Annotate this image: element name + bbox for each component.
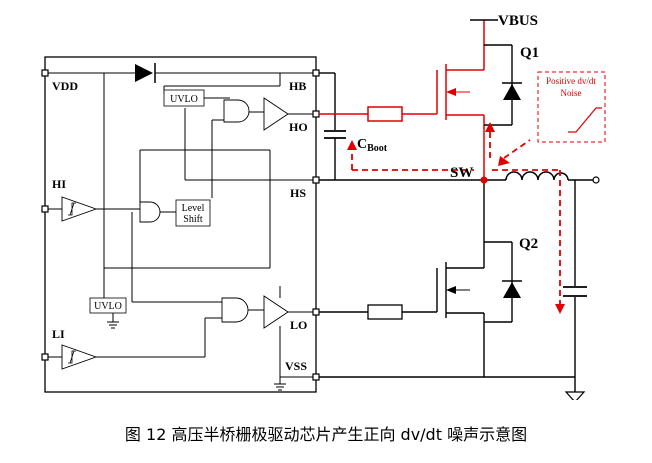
pin-label-ho: HO bbox=[289, 120, 308, 134]
sw-node-dot bbox=[480, 176, 488, 184]
bootstrap-capacitor bbox=[324, 130, 346, 139]
uvlo-low-side-label: UVLO bbox=[94, 301, 122, 312]
q2-arrow bbox=[446, 286, 456, 294]
noise-callout-box bbox=[537, 71, 606, 143]
figure-caption: 图 12 高压半桥栅极驱动芯片产生正向 dv/dt 噪声示意图 bbox=[124, 425, 528, 444]
pin-li bbox=[41, 353, 49, 361]
level-shift-block bbox=[175, 199, 211, 227]
driver-ic-outline bbox=[44, 56, 317, 393]
noise-callout-line2: Noise bbox=[561, 88, 582, 98]
buffer-high bbox=[263, 97, 289, 131]
q1-diode-loop bbox=[484, 44, 513, 126]
pin-vss bbox=[312, 373, 320, 381]
noise-arrow-q1 bbox=[485, 122, 495, 132]
uvlo-high-side bbox=[163, 89, 205, 107]
pin-label-vdd: VDD bbox=[52, 79, 78, 93]
dvdt-waveform-icon bbox=[568, 107, 602, 133]
pin-lo bbox=[312, 308, 320, 316]
uvlo-high-side-label: UVLO bbox=[170, 94, 198, 105]
li-schmitt-buffer bbox=[61, 344, 98, 370]
external-wiring bbox=[319, 72, 594, 392]
output-inductor bbox=[505, 171, 569, 181]
and-gate-low bbox=[221, 297, 249, 323]
pin-hb bbox=[312, 69, 320, 77]
hi-schmitt-buffer bbox=[61, 196, 98, 222]
internal-wiring bbox=[48, 72, 313, 384]
uvlo-low-side bbox=[89, 297, 127, 314]
ground-vss bbox=[564, 391, 586, 400]
noise-arrow-output bbox=[555, 304, 565, 314]
level-shift-label-2: Shift bbox=[183, 214, 203, 225]
output-terminal bbox=[592, 176, 600, 184]
q1-body-diode bbox=[502, 82, 522, 100]
pin-hs bbox=[312, 176, 320, 184]
ground-buffer-low bbox=[274, 383, 286, 391]
and-gate-hi bbox=[139, 201, 161, 223]
level-shift-label-1: Level bbox=[182, 203, 205, 214]
pin-ho bbox=[312, 110, 320, 118]
q1-label: Q1 bbox=[520, 45, 539, 61]
pin-label-li: LI bbox=[52, 327, 65, 341]
pin-label-lo: LO bbox=[290, 318, 307, 332]
noise-arrow-callout bbox=[498, 156, 510, 166]
buffer-low bbox=[263, 295, 289, 329]
pin-label-hs: HS bbox=[290, 186, 306, 200]
bootstrap-diode bbox=[135, 63, 156, 83]
pin-label-hi: HI bbox=[52, 177, 66, 191]
ground-uvlo bbox=[107, 321, 119, 329]
pin-hi bbox=[41, 205, 49, 213]
gate-resistor-low bbox=[367, 304, 403, 320]
noise-current-paths bbox=[351, 130, 561, 306]
noise-arrow-cboot bbox=[347, 140, 357, 150]
pin-label-vss: VSS bbox=[285, 359, 307, 373]
sw-label: SW bbox=[450, 165, 473, 181]
cboot-label: CBoot bbox=[357, 137, 388, 154]
vbus-label: VBUS bbox=[498, 13, 538, 29]
q2-label: Q2 bbox=[519, 236, 538, 252]
q1-arrow bbox=[446, 88, 456, 96]
output-capacitor bbox=[563, 286, 587, 297]
high-side-highlight bbox=[319, 20, 485, 180]
and-gate-high bbox=[223, 99, 250, 123]
noise-callout-line1: Positive dv/dt bbox=[546, 76, 596, 86]
q2-body-diode bbox=[502, 280, 522, 298]
gate-resistor-high bbox=[367, 106, 403, 122]
pin-label-hb: HB bbox=[289, 79, 306, 93]
half-bridge-driver-schematic: UVLO Level Shift UVLO VDD HB HO HS HI LI… bbox=[41, 13, 606, 400]
pin-vdd bbox=[41, 69, 49, 77]
